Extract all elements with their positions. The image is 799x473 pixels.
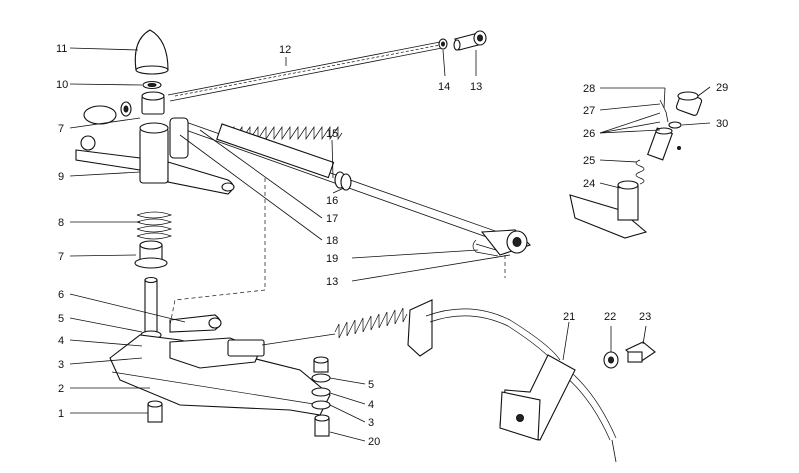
callout-8: 8 — [58, 217, 64, 229]
rod-end-joint-13-lower — [480, 229, 532, 256]
cable-spring — [261, 307, 408, 346]
callout-24: 24 — [583, 178, 595, 190]
rod-collar-16 — [334, 171, 352, 191]
callout-17: 17 — [326, 213, 338, 225]
spring-8 — [136, 211, 173, 240]
rod-end-nut-14 — [438, 38, 448, 50]
knob-11 — [134, 29, 169, 75]
callout-1: 1 — [58, 408, 64, 420]
callout-4b: 4 — [368, 399, 374, 411]
cable-bracket — [407, 299, 561, 366]
pedal-lever-21 — [499, 354, 576, 441]
callout-5b: 5 — [368, 379, 374, 391]
pivot-lever-6 — [169, 314, 222, 333]
callout-labels: 11 10 7 9 8 7 6 5 4 3 2 1 12 14 13 15 16… — [56, 43, 728, 448]
callout-4a: 4 — [58, 335, 64, 347]
callout-26: 26 — [583, 128, 595, 140]
callout-2: 2 — [58, 383, 64, 395]
callout-6: 6 — [58, 289, 64, 301]
upper-rod — [167, 41, 443, 102]
rod-end-joint-13-upper — [453, 30, 487, 51]
leader-lines — [69, 47, 711, 442]
callout-28: 28 — [583, 83, 595, 95]
callout-21: 21 — [563, 311, 575, 323]
pivot-shaft — [144, 276, 158, 341]
washer-10 — [142, 80, 162, 90]
callout-14: 14 — [438, 81, 450, 93]
pin-27 — [665, 111, 681, 150]
callout-18: 18 — [326, 235, 338, 247]
callout-12: 12 — [279, 44, 291, 56]
washers-3-4-5-right — [311, 356, 331, 410]
callout-23: 23 — [639, 311, 651, 323]
callout-16: 16 — [326, 195, 338, 207]
bushing-7-lower — [134, 240, 168, 269]
callout-11: 11 — [56, 43, 67, 55]
cotter-pin-19 — [472, 239, 499, 257]
spring-pin-28 — [659, 99, 667, 113]
ball-joint-7-upper — [80, 101, 132, 151]
callout-9: 9 — [58, 171, 64, 183]
bushing-20 — [314, 414, 330, 437]
ring-30 — [668, 121, 682, 129]
callout-7b: 7 — [58, 251, 64, 263]
callout-25: 25 — [583, 155, 595, 167]
lever-body-9 — [75, 117, 235, 195]
mounting-block — [169, 337, 265, 369]
callout-20: 20 — [368, 436, 380, 448]
callout-10: 10 — [56, 79, 68, 91]
bushing-1 — [147, 400, 163, 423]
callout-30: 30 — [716, 118, 728, 130]
callout-5a: 5 — [58, 313, 64, 325]
sleeve-26 — [646, 127, 674, 161]
callout-13b: 13 — [326, 276, 338, 288]
washer-22 — [603, 351, 619, 369]
guide-lines — [169, 178, 506, 326]
rod-spring-17 — [216, 123, 343, 179]
callout-13a: 13 — [470, 81, 482, 93]
upper-bushing — [141, 91, 165, 115]
callout-3a: 3 — [58, 359, 64, 371]
callout-3b: 3 — [368, 417, 374, 429]
bracket-24 — [569, 180, 648, 239]
callout-19: 19 — [326, 253, 338, 265]
callout-29: 29 — [716, 82, 728, 94]
bolt-23 — [624, 341, 656, 363]
spring-25 — [635, 159, 645, 185]
callout-15: 15 — [326, 128, 338, 140]
callout-27: 27 — [583, 105, 595, 117]
callout-7a: 7 — [58, 123, 64, 135]
callout-22: 22 — [604, 311, 616, 323]
